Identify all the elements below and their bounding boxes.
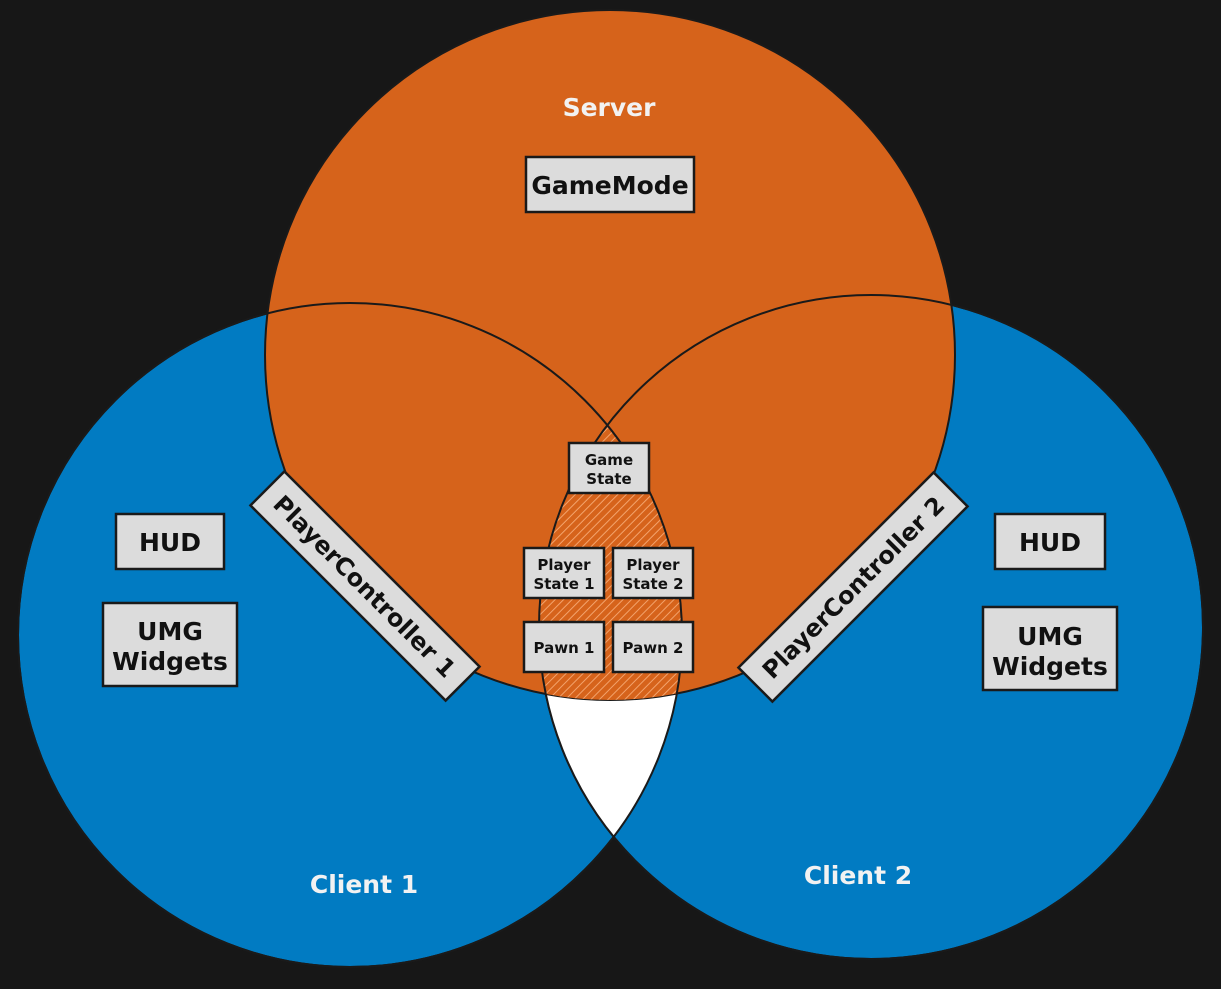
player-state-2-line2: State 2 — [622, 575, 683, 593]
pawn-2-label: Pawn 2 — [623, 639, 684, 657]
player-state-2-line1: Player — [626, 556, 680, 574]
pawn-1-label: Pawn 1 — [534, 639, 595, 657]
player-state-1-line2: State 1 — [533, 575, 594, 593]
player-state-1-line1: Player — [537, 556, 591, 574]
client-1-umg-line1: UMG — [137, 617, 203, 646]
client-1-umg-line2: Widgets — [112, 647, 228, 676]
client-1-hud-label: HUD — [139, 528, 201, 557]
server-label: Server — [563, 93, 657, 122]
gamemode-label: GameMode — [531, 171, 688, 200]
client-1-hud-box: HUD — [114, 512, 226, 571]
client-2-hud-box: HUD — [993, 512, 1107, 571]
gamemode-box: GameMode — [524, 155, 696, 214]
client-2-umg-line2: Widgets — [992, 652, 1108, 681]
client-1-umg-box: UMG Widgets — [101, 601, 239, 688]
client-2-umg-box: UMG Widgets — [981, 605, 1119, 692]
pawn-2-box: Pawn 2 — [611, 620, 695, 674]
player-state-2-box: Player State 2 — [611, 546, 695, 600]
game-state-label-line1: Game — [585, 451, 633, 469]
client-2-hud-label: HUD — [1019, 528, 1081, 557]
game-state-box: Game State — [567, 441, 651, 495]
client-2-label: Client 2 — [804, 861, 912, 890]
game-state-label-line2: State — [586, 470, 631, 488]
client-1-label: Client 1 — [310, 870, 418, 899]
player-state-1-box: Player State 1 — [522, 546, 606, 600]
client-2-umg-line1: UMG — [1017, 622, 1083, 651]
pawn-1-box: Pawn 1 — [522, 620, 606, 674]
